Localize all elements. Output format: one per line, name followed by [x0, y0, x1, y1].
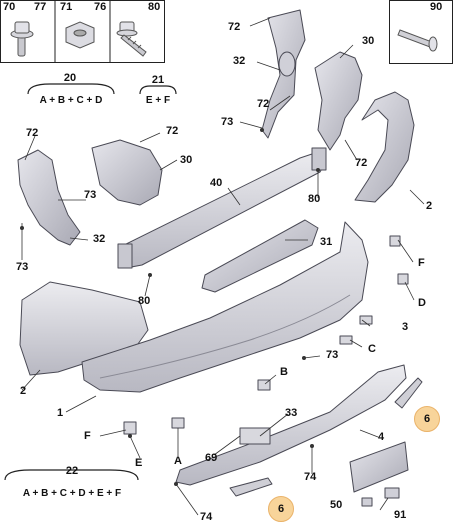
- callout-73: 73: [326, 349, 339, 361]
- formula-22-number: 22: [65, 465, 79, 477]
- callout-A: A: [174, 455, 182, 467]
- callout-40: 40: [210, 177, 223, 189]
- callout-72: 72: [355, 157, 368, 169]
- callout-69: 69: [205, 452, 218, 464]
- callout-C: C: [368, 343, 376, 355]
- callout-30: 30: [180, 154, 193, 166]
- callout-91: 91: [394, 509, 407, 521]
- callout-1: 1: [57, 407, 64, 419]
- formula-20-number: 20: [63, 72, 77, 84]
- callout-30: 30: [362, 35, 375, 47]
- callout-4: 4: [378, 431, 385, 443]
- fastener-70-label: 70: [3, 1, 16, 13]
- callout-73: F: [84, 430, 91, 442]
- fastener-80-label: 80: [148, 1, 161, 13]
- callout-73: 73: [221, 116, 234, 128]
- callout-72: 72: [257, 98, 270, 110]
- clip-91: [384, 487, 400, 499]
- callout-72: 72: [166, 125, 179, 137]
- formula-20-parts: A + B + C + D: [39, 95, 103, 106]
- fastener-71-label: 71: [60, 1, 73, 13]
- highlighted-callout-6-left: 6: [268, 496, 294, 522]
- callout-2: 2: [20, 385, 27, 397]
- highlighted-callout-6-right: 6: [414, 406, 440, 432]
- callout-72: 72: [26, 127, 39, 139]
- callout-80: 80: [138, 295, 151, 307]
- callout-33: 33: [285, 407, 298, 419]
- callout-31: 31: [320, 236, 333, 248]
- wheel-arch-trim-right: [354, 91, 415, 203]
- callout-D: D: [418, 297, 426, 309]
- callout-B: B: [280, 366, 288, 378]
- callout-73: 73: [16, 261, 29, 273]
- upper-guide-left: [91, 139, 163, 206]
- callout-32: 32: [93, 233, 106, 245]
- reflector-left: [229, 477, 273, 497]
- callout-2: 2: [426, 200, 433, 212]
- upper-bracket-left: [17, 149, 81, 246]
- pin-90-label: 90: [430, 1, 443, 13]
- callout-80: 80: [308, 193, 321, 205]
- fastener-77-label: 77: [34, 1, 47, 13]
- upper-guide-right: [314, 51, 363, 151]
- callout-E: E: [135, 457, 143, 469]
- callout-72: 73: [84, 189, 97, 201]
- callout-74: 74: [200, 511, 213, 523]
- formula-22-parts: A + B + C + D + E + F: [22, 488, 122, 499]
- callout-50: 50: [330, 499, 343, 511]
- formula-21-number: 21: [151, 74, 165, 86]
- reflector-right: [394, 377, 423, 409]
- fastener-76-label: 76: [94, 1, 107, 13]
- callout-32: 32: [233, 55, 246, 67]
- callout-3: 3: [402, 321, 409, 333]
- formula-21-parts: E + F: [145, 95, 171, 106]
- callout-F: F: [418, 257, 425, 269]
- energy-absorber: [201, 219, 319, 293]
- rear-bumper-cover: [81, 221, 369, 393]
- lower-diffuser: [175, 364, 407, 486]
- callout-72: 72: [228, 21, 241, 33]
- sensor-bracket-33: [239, 427, 271, 445]
- license-plate-support: [349, 441, 409, 493]
- callout-74: 74: [304, 471, 317, 483]
